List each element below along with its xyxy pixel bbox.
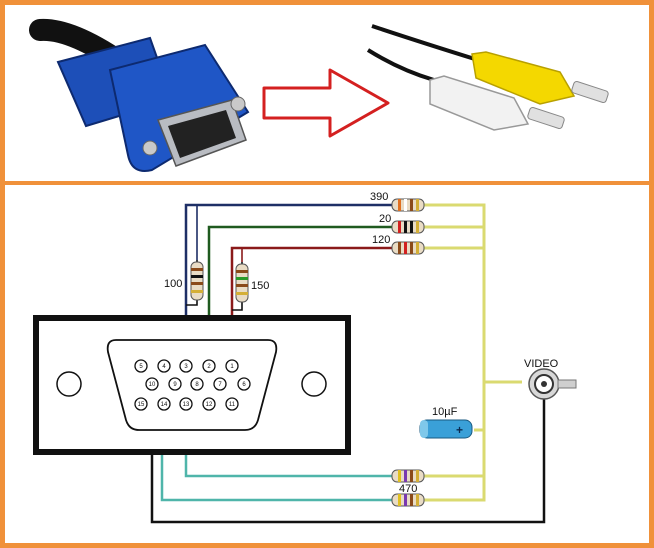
- pin-row-3: 15 14 13 12 11: [134, 397, 239, 411]
- pin-4-label: 4: [162, 364, 166, 370]
- yellow-bus: [424, 203, 522, 502]
- pin-7-label: 7: [218, 382, 222, 388]
- wire-blue-390: [184, 203, 392, 340]
- pin-9-label: 9: [173, 382, 177, 388]
- pin-15-label: 15: [138, 402, 145, 408]
- video-jack: [528, 368, 577, 400]
- mount-hole-right: [301, 371, 327, 397]
- vga-plug-icon: [29, 18, 250, 172]
- resistor-100: [190, 261, 204, 301]
- pin-11-label: 11: [229, 402, 236, 408]
- label-capacitor: 10µF: [432, 406, 458, 418]
- pin-2-label: 2: [207, 364, 211, 370]
- pin-3-label: 3: [184, 364, 188, 370]
- pin-row-2: 10 9 8 7 6: [145, 377, 251, 391]
- label-150: 150: [251, 280, 269, 292]
- wire-green-20: [207, 225, 392, 340]
- pin-1-label: 1: [230, 364, 234, 370]
- capacitor-sign: +: [456, 423, 463, 437]
- label-120: 120: [372, 234, 390, 246]
- resistor-150: [235, 263, 249, 303]
- pin-6-label: 6: [242, 382, 246, 388]
- wire-ground: [150, 396, 546, 524]
- resistor-470-b: [391, 493, 425, 507]
- pin-10-label: 10: [149, 382, 156, 388]
- rca-plugs-icon: [366, 24, 609, 131]
- mount-hole-left: [56, 371, 82, 397]
- label-470: 470: [399, 483, 417, 495]
- resistor-120: [391, 241, 425, 255]
- pin-5-label: 5: [139, 364, 143, 370]
- resistor-470-a: [391, 469, 425, 483]
- pin-14-label: 14: [161, 402, 168, 408]
- pin-13-label: 13: [183, 402, 190, 408]
- label-20: 20: [379, 213, 391, 225]
- resistor-390: [391, 198, 425, 212]
- label-100: 100: [164, 278, 182, 290]
- label-390: 390: [370, 191, 388, 203]
- pin-8-label: 8: [195, 382, 199, 388]
- capacitor-10uf: +: [419, 419, 473, 439]
- arrow-right-icon: [262, 68, 390, 138]
- pin-row-1: 5 4 3 2 1: [134, 359, 239, 373]
- label-video: VIDEO: [524, 358, 559, 370]
- pin-12-label: 12: [206, 402, 213, 408]
- resistor-20: [391, 220, 425, 234]
